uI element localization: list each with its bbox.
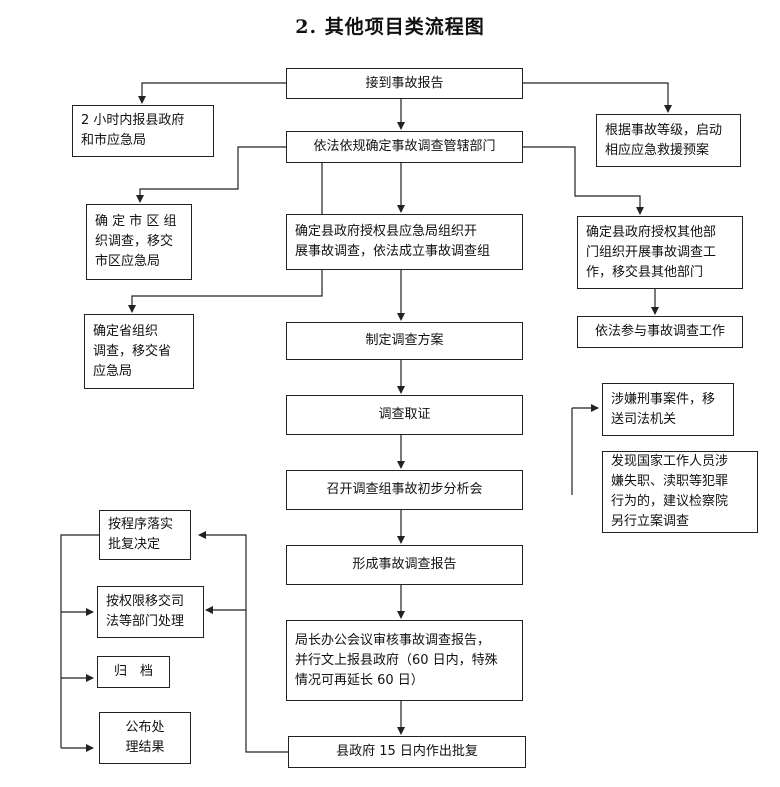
arrow-receive-to-plan (523, 82, 672, 113)
bracket-left-branches (60, 534, 99, 748)
node-report-2h: 2 小时内报县政府 和市应急局 (72, 105, 214, 157)
node-meeting: 召开调查组事故初步分析会 (286, 470, 523, 510)
node-county-bureau: 确定县政府授权县应急局组织开 展事故调查，依法成立事故调查组 (286, 214, 523, 270)
node-reply: 县政府 15 日内作出批复 (288, 736, 526, 768)
node-implement: 按程序落实 批复决定 (99, 510, 191, 560)
arrow-reply-return (198, 531, 288, 753)
node-participate: 依法参与事故调查工作 (577, 316, 743, 348)
node-evidence: 调查取证 (286, 395, 523, 435)
node-criminal: 涉嫌刑事案件，移 送司法机关 (602, 383, 734, 436)
node-jurisdiction: 依法依规确定事故调查管辖部门 (286, 131, 523, 163)
node-form-report: 形成事故调查报告 (286, 545, 523, 585)
node-province: 确定省组织 调查，移交省 应急局 (84, 314, 194, 389)
arrow-jurisdiction-to-city (136, 146, 286, 203)
node-officials: 发现国家工作人员涉 嫌失职、渎职等犯罪 行为的，建议检察院 另行立案调查 (602, 451, 758, 533)
node-other-dept: 确定县政府授权其他部 门组织开展事故调查工 作，移交县其他部门 (577, 216, 743, 289)
arrow-receive-to-report (138, 82, 286, 104)
page-title: 2. 其他项目类流程图 (295, 16, 485, 38)
node-plan: 制定调查方案 (286, 322, 523, 360)
node-city-district: 确 定 市 区 组 织调查，移交 市区应急局 (86, 204, 192, 280)
node-transfer: 按权限移交司 法等部门处理 (97, 586, 204, 638)
node-review: 局长办公会议审核事故调查报告， 并行文上报县政府（60 日内，特殊 情况可再延长… (286, 620, 523, 701)
node-archive: 归 档 (97, 656, 170, 688)
node-receive-report: 接到事故报告 (286, 68, 523, 99)
arrow-jurisdiction-to-other (523, 146, 644, 215)
node-publish: 公布处 理结果 (99, 712, 191, 764)
node-emergency-plan: 根据事故等级，启动 相应应急救援预案 (596, 114, 741, 167)
